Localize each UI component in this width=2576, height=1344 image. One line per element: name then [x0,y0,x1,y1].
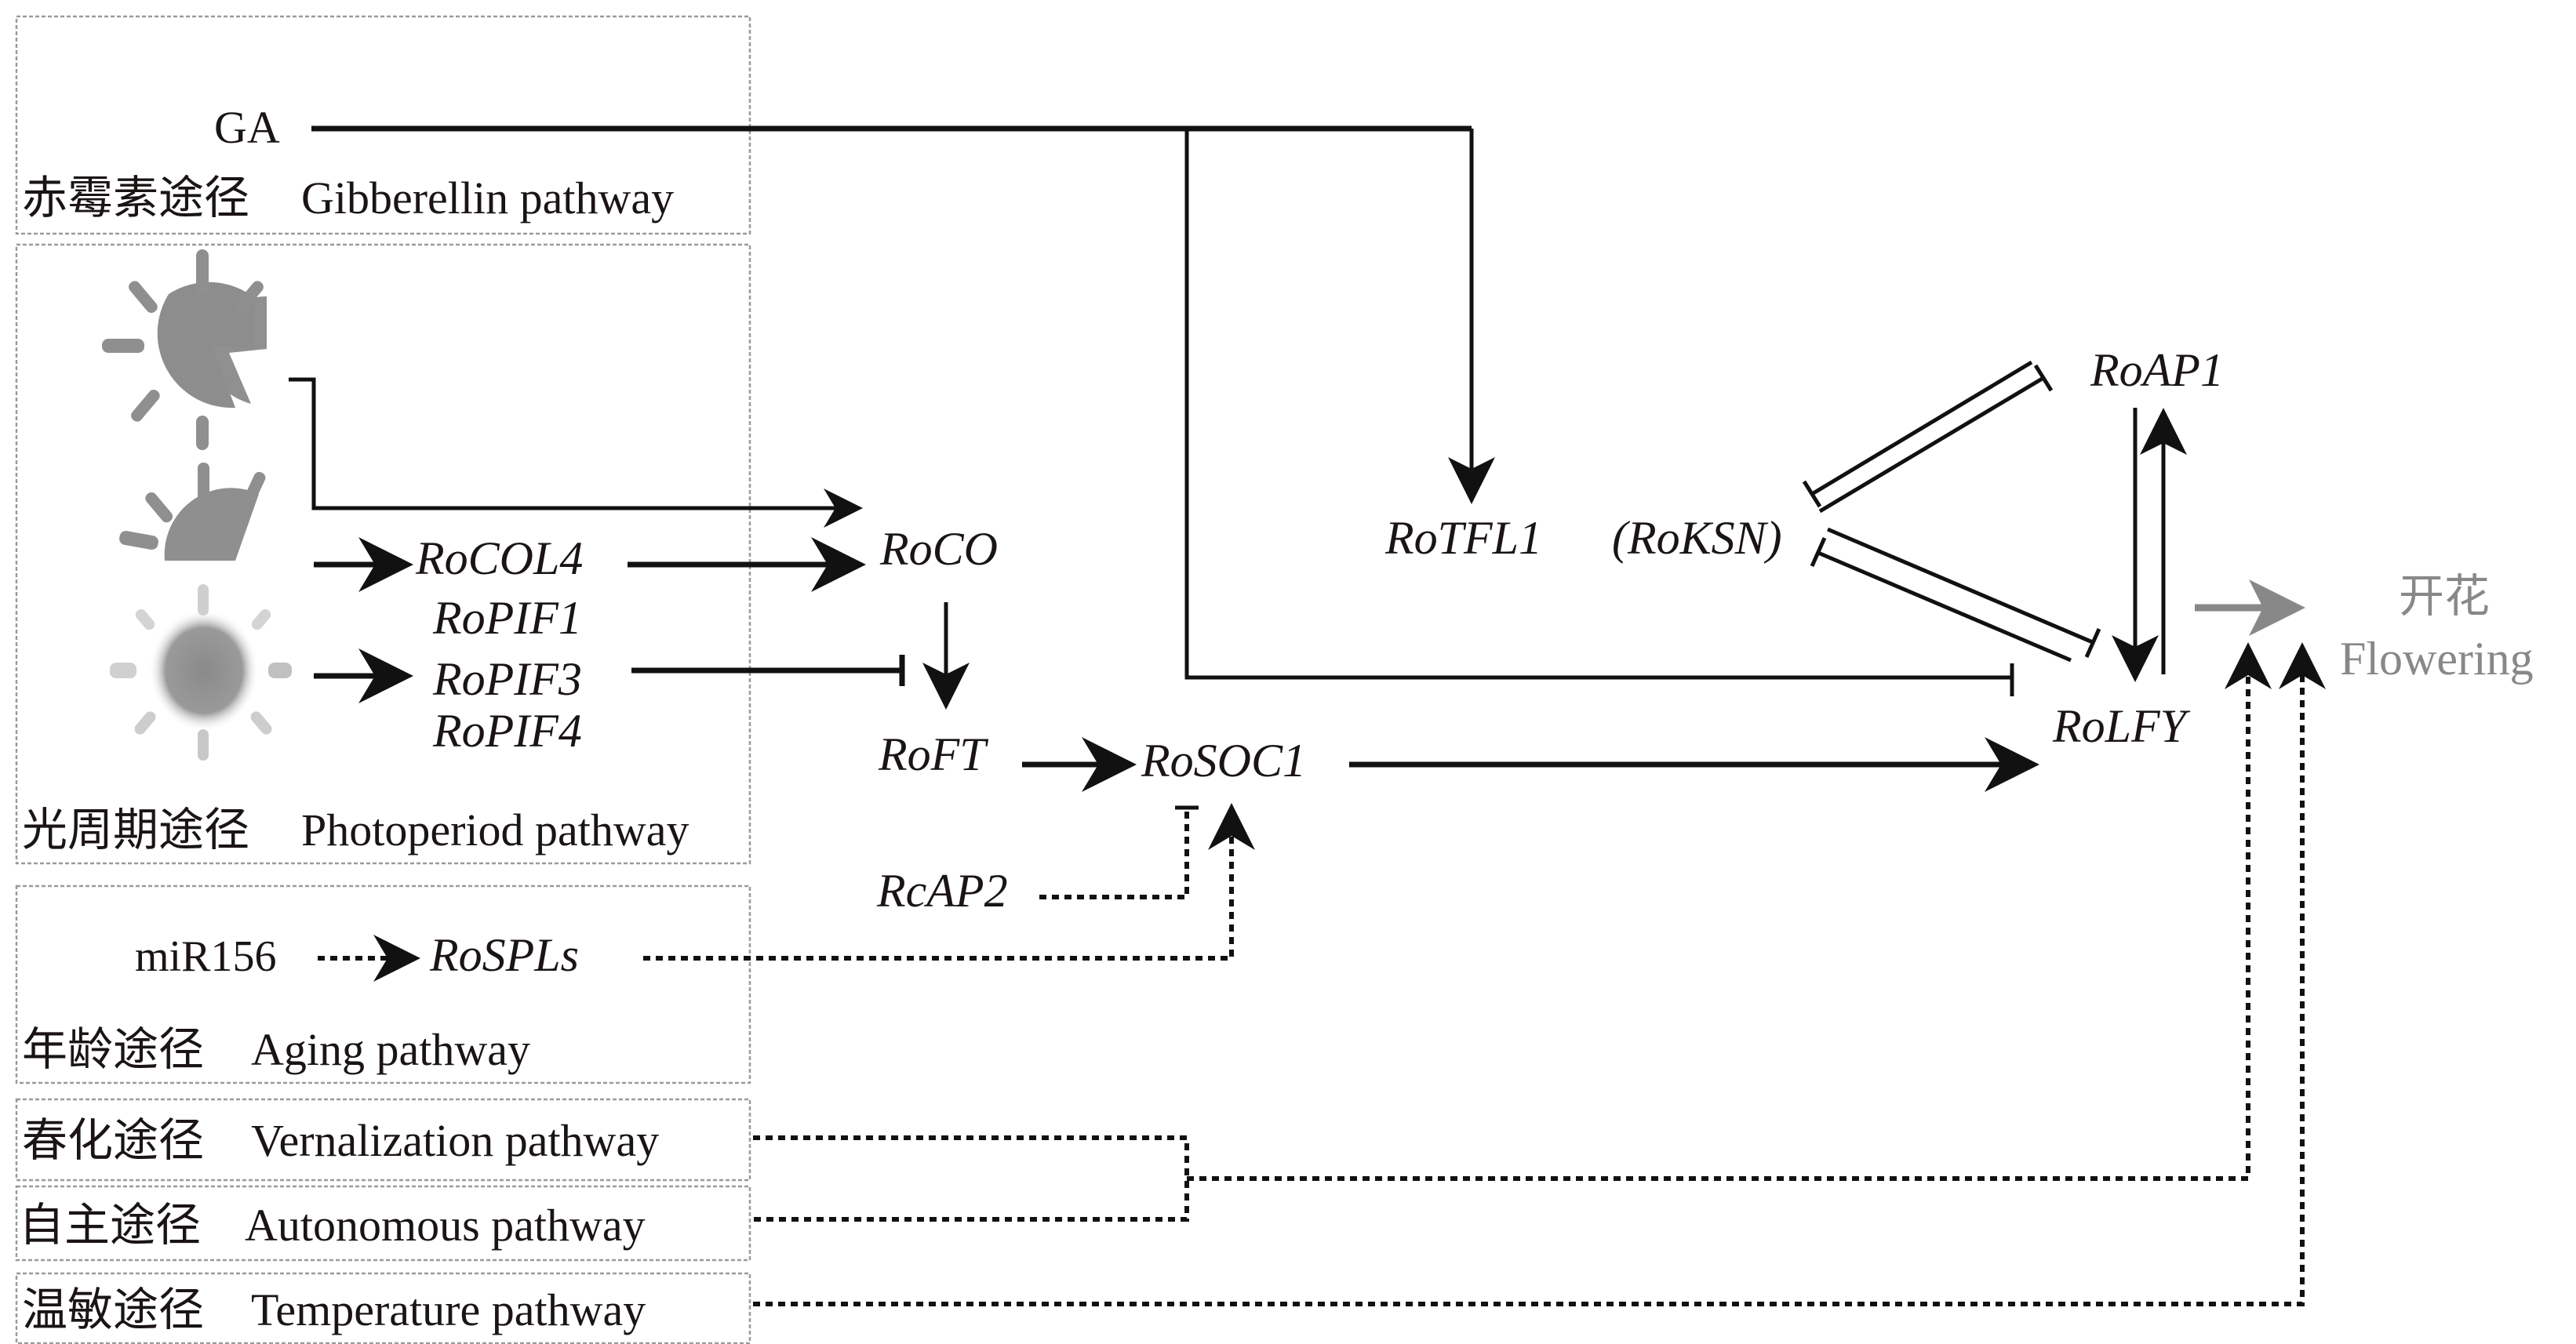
aging-box [15,884,751,1084]
edge-roksn-to-roap1 [1818,376,2045,514]
autonomous-box [15,1185,751,1262]
gibberellin-label-cn: 赤霉素途径 [22,173,249,223]
aging-label-en: Aging pathway [251,1024,530,1075]
flowering-label-cn: 开花 [2399,571,2490,622]
node-roco: RoCO [879,523,998,575]
node-rosoc1: RoSOC1 [1141,735,1306,786]
edge-rolfy-to-roksn [1817,550,2072,663]
edge-vernalization [753,1135,1189,1222]
edge-vern-auto-to-flowering [1187,642,2272,1181]
aging-label-cn: 年龄途径 [22,1024,204,1075]
node-roft: RoFT [878,728,988,780]
vernalization-label-cn: 春化途径 [22,1115,204,1166]
edge-temperature-to-flowering [753,642,2326,1306]
edge-roksn-to-rolfy [1827,527,2095,645]
gibberellin-label-en: Gibberellin pathway [301,173,674,223]
autonomous-label-en: Autonomous pathway [245,1200,646,1251]
edge-ga-to-rolfy [1184,129,2012,680]
sun-rising-icon [119,463,266,561]
node-ropif1: RoPIF1 [432,592,582,644]
edge-roksn-to-roap1-bar [2033,364,2054,392]
node-mir156: miR156 [135,932,276,981]
edge-rolfy-to-roksn-bar [1810,536,1827,568]
photoperiod-label-cn: 光周期途径 [22,805,249,855]
edge-roap1-to-roksn [1810,360,2033,496]
edge-rcap2-to-rosoc1 [1039,808,1189,899]
node-rospls: RoSPLs [429,929,579,981]
temperature-label-cn: 温敏途径 [22,1284,204,1335]
photoperiod-box [15,243,751,865]
node-roap1: RoAP1 [2090,344,2224,396]
node-rolfy: RoLFY [2052,700,2191,752]
node-ropif3: RoPIF3 [432,653,582,705]
flowering-label-en: Flowering [2340,633,2534,685]
edge-longday-to-roco [289,377,863,528]
node-rocol4: RoCOL4 [415,532,583,584]
autonomous-label-cn: 自主途径 [19,1200,201,1251]
vernalization-box [15,1098,751,1182]
node-rotfl1: RoTFL1 [1384,512,1542,564]
node-ga: GA [214,102,280,153]
edge-roksn-to-rolfy-bar [2084,627,2101,659]
node-rcap2: RcAP2 [876,865,1008,917]
temperature-label-en: Temperature pathway [251,1284,646,1335]
vernalization-label-en: Vernalization pathway [251,1115,659,1166]
sun-blurred-icon [110,584,292,761]
temperature-box [15,1272,751,1344]
node-ropif4: RoPIF4 [432,705,582,757]
gibberellin-box [15,15,751,235]
node-roksn: (RoKSN) [1612,512,1782,564]
sun-long-day-icon [102,249,267,450]
edge-roap1-to-roksn-bar [1802,480,1822,508]
photoperiod-label-en: Photoperiod pathway [301,805,689,855]
